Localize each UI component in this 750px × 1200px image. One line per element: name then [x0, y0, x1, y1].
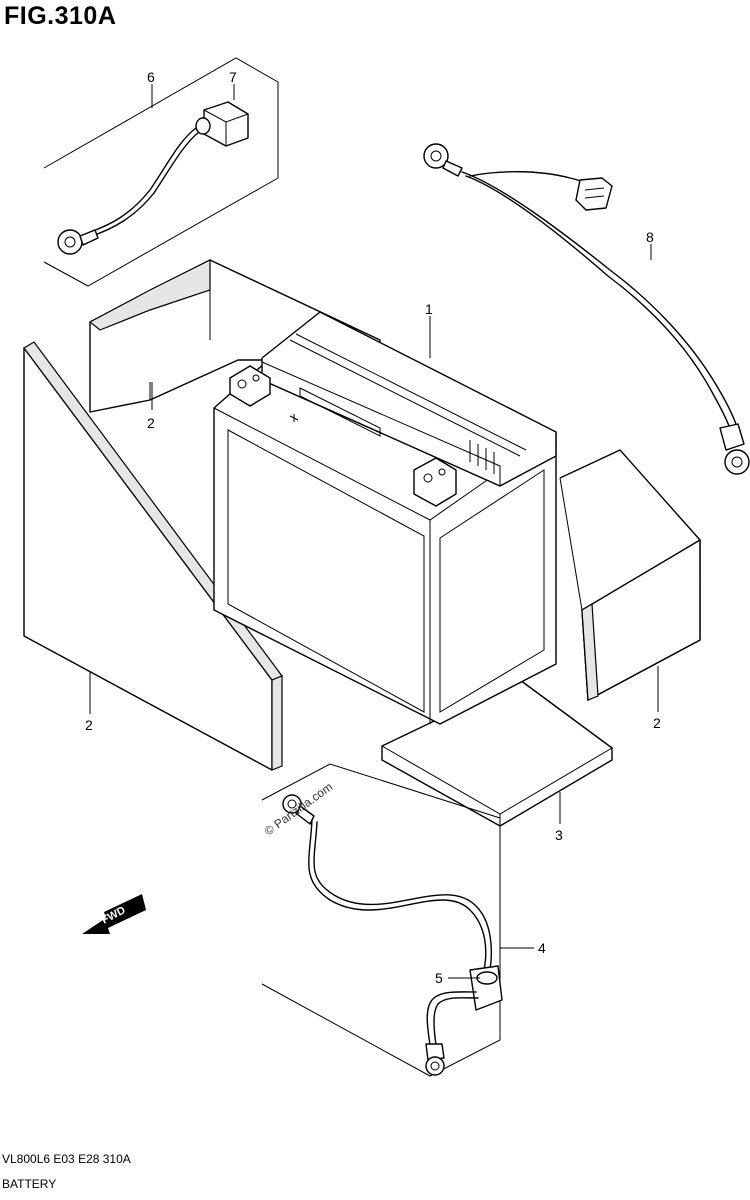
callout-8: 8 [646, 229, 654, 245]
callout-leaders [89, 84, 659, 979]
rubber-cap[interactable] [195, 101, 249, 147]
callout-2-upper-left: 2 [147, 415, 155, 431]
battery[interactable] [213, 311, 557, 725]
group-box-cable-6 [43, 57, 279, 287]
callout-6: 6 [147, 69, 155, 85]
battery-harness-cable[interactable] [282, 794, 503, 1076]
callout-5: 5 [435, 970, 443, 986]
callout-7: 7 [229, 69, 237, 85]
figure-title: FIG.310A [4, 2, 117, 30]
group-box-harness-4 [261, 763, 501, 1077]
negative-lead-wire[interactable] [57, 127, 200, 255]
battery-cushion-right[interactable] [559, 449, 701, 701]
figure-code: VL800L6 E03 E28 310A [2, 1152, 131, 1166]
callout-4: 4 [538, 940, 546, 956]
callout-1: 1 [425, 301, 433, 317]
figure-name: BATTERY [2, 1177, 57, 1191]
callout-3: 3 [555, 827, 563, 843]
positive-lead-wire[interactable] [423, 143, 750, 475]
callout-2-right: 2 [653, 715, 661, 731]
watermark: © Partzilla.com [262, 780, 336, 839]
fwd-arrow-icon: FWD [82, 894, 146, 934]
callout-2-lower-left: 2 [85, 717, 93, 733]
